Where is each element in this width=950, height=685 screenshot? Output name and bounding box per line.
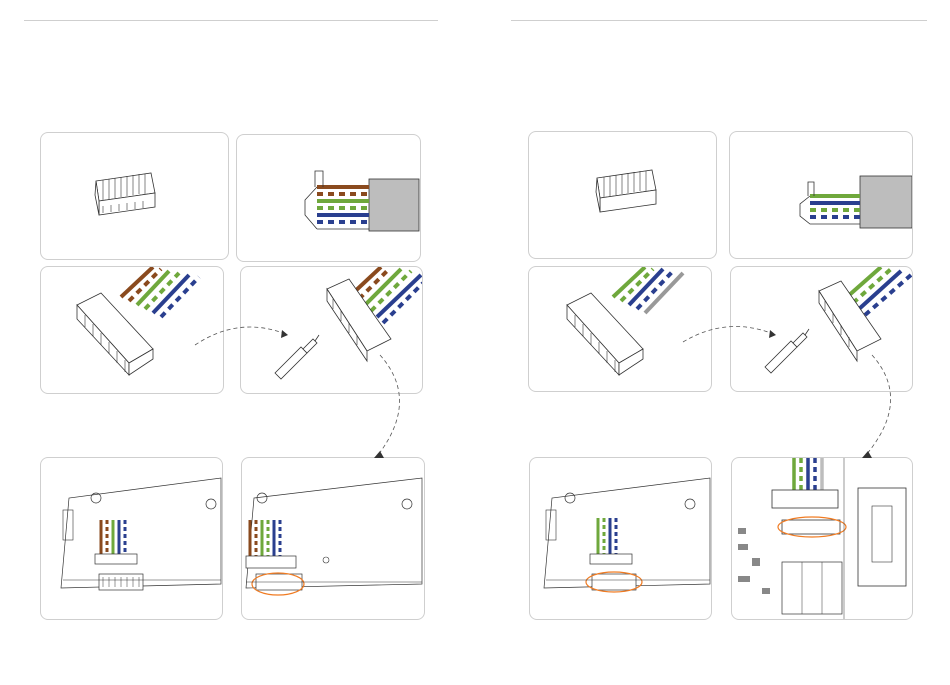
left-step-insert-wires xyxy=(40,266,224,394)
screwdriver-step-icon xyxy=(731,267,912,391)
terminal-wiring-icon xyxy=(41,267,223,393)
right-step-board-closeup xyxy=(731,457,913,620)
left-step-tighten-screws xyxy=(240,266,423,394)
terminal-wiring-icon xyxy=(529,267,711,391)
right-step-board-before xyxy=(529,457,712,620)
right-step-stripped-cable xyxy=(729,131,913,259)
left-step-board-after xyxy=(241,457,425,620)
screwdriver-icon xyxy=(765,329,809,373)
right-step-tighten-screws xyxy=(730,266,913,392)
stripped-cable-icon xyxy=(730,132,912,258)
circuit-board-icon xyxy=(530,458,711,619)
left-step-stripped-cable xyxy=(236,134,421,262)
right-top-rule xyxy=(511,20,927,21)
screwdriver-icon xyxy=(275,335,319,379)
board-closeup-icon xyxy=(732,458,912,619)
circuit-board-connected-icon xyxy=(242,458,424,619)
right-step-insert-wires xyxy=(528,266,712,392)
right-step-terminal-block xyxy=(528,131,717,259)
stripped-cable-icon xyxy=(237,135,420,261)
screwdriver-step-icon xyxy=(241,267,422,393)
left-top-rule xyxy=(24,20,438,21)
left-step-terminal-block xyxy=(40,132,229,260)
terminal-block-icon xyxy=(41,133,228,259)
circuit-board-icon xyxy=(41,458,222,619)
left-step-board-before xyxy=(40,457,223,620)
terminal-block-icon xyxy=(529,132,716,258)
